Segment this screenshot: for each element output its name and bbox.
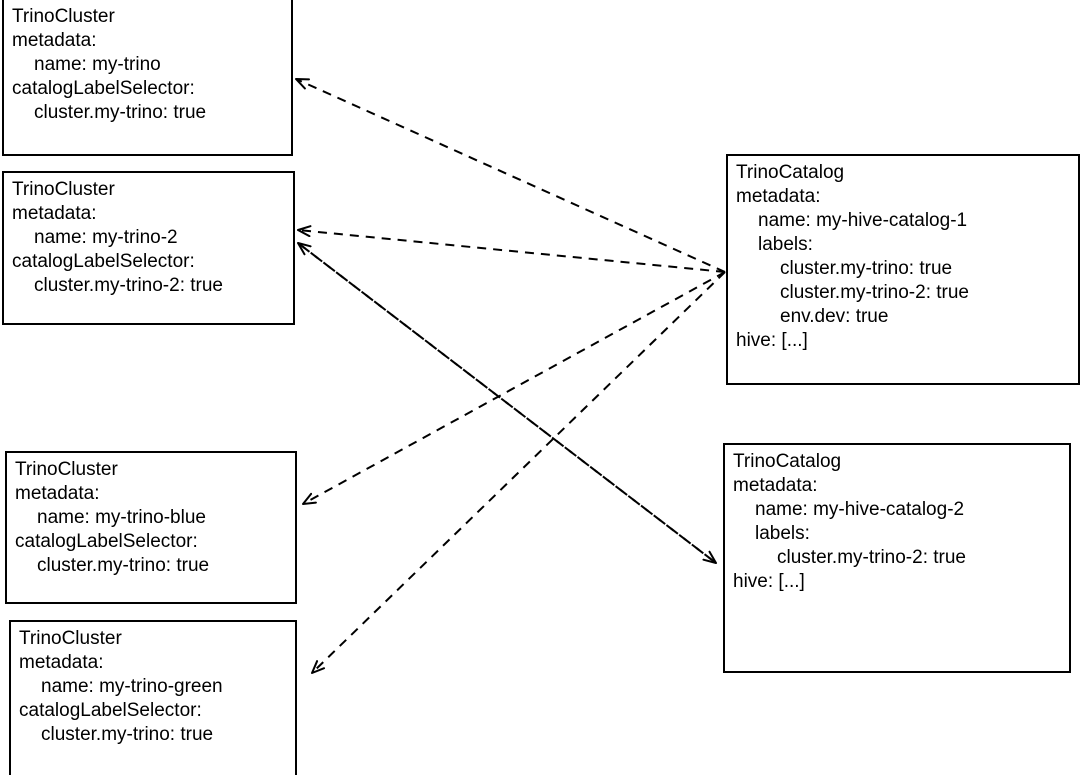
node-selector-entry: cluster.my-trino: true [41, 724, 214, 745]
node-selector-entry: cluster.my-trino: true [34, 102, 207, 123]
edge-catalog2-to-my-trino-2 [297, 242, 717, 564]
node-trinocatalog-my-hive-catalog-2[interactable]: TrinoCatalog metadata: name: my-hive-cat… [723, 443, 1071, 673]
node-trinocatalog-my-hive-catalog-1[interactable]: TrinoCatalog metadata: name: my-hive-cat… [726, 154, 1080, 385]
node-metadata-label: metadata: [733, 475, 818, 496]
node-selector-label: catalogLabelSelector: [19, 700, 202, 721]
node-metadata-label: metadata: [12, 203, 97, 224]
node-trinocluster-my-trino-green[interactable]: TrinoCluster metadata: name: my-trino-gr… [9, 620, 297, 775]
node-spec-line: hive: [...] [733, 571, 805, 592]
node-selector-label: catalogLabelSelector: [12, 251, 195, 272]
node-name: name: my-hive-catalog-1 [758, 210, 968, 231]
node-selector-label: catalogLabelSelector: [12, 78, 195, 99]
node-name: name: my-hive-catalog-2 [755, 499, 965, 520]
node-metadata-label: metadata: [736, 186, 821, 207]
node-metadata-label: metadata: [12, 30, 97, 51]
node-kind: TrinoCluster [15, 459, 118, 480]
node-trinocluster-my-trino-2[interactable]: TrinoCluster metadata: name: my-trino-2 … [2, 171, 295, 325]
edge-catalog1-to-my-trino-blue [302, 271, 726, 505]
node-name: name: my-trino-blue [37, 507, 206, 528]
node-spec-line: hive: [...] [736, 330, 808, 351]
node-kind: TrinoCluster [12, 179, 115, 200]
node-trinocluster-my-trino-blue[interactable]: TrinoCluster metadata: name: my-trino-bl… [5, 451, 297, 604]
node-labels-label: labels: [755, 523, 810, 544]
node-selector-entry: cluster.my-trino-2: true [34, 275, 223, 296]
node-metadata-label: metadata: [19, 652, 104, 673]
node-trinocluster-my-trino[interactable]: TrinoCluster metadata: name: my-trino ca… [2, 0, 293, 156]
node-name: name: my-trino-green [41, 676, 223, 697]
edge-catalog1-to-my-trino-green [311, 271, 726, 674]
node-kind: TrinoCatalog [733, 451, 842, 472]
node-label-entry-3: env.dev: true [780, 306, 889, 327]
node-kind: TrinoCluster [12, 6, 115, 27]
edge-catalog2-to-my-trino-2-head [297, 242, 717, 564]
node-label-entry-2: cluster.my-trino-2: true [780, 282, 969, 303]
edge-catalog1-to-my-trino-2 [297, 225, 726, 273]
node-kind: TrinoCatalog [736, 162, 845, 183]
node-selector-label: catalogLabelSelector: [15, 531, 198, 552]
edge-catalog1-to-my-trino [295, 78, 726, 273]
node-kind: TrinoCluster [19, 628, 122, 649]
node-selector-entry: cluster.my-trino: true [37, 555, 210, 576]
node-name: name: my-trino-2 [34, 227, 178, 248]
node-labels-label: labels: [758, 234, 813, 255]
node-name: name: my-trino [34, 54, 161, 75]
node-label-entry-1: cluster.my-trino-2: true [777, 547, 966, 568]
node-metadata-label: metadata: [15, 483, 100, 504]
node-label-entry-1: cluster.my-trino: true [780, 258, 953, 279]
